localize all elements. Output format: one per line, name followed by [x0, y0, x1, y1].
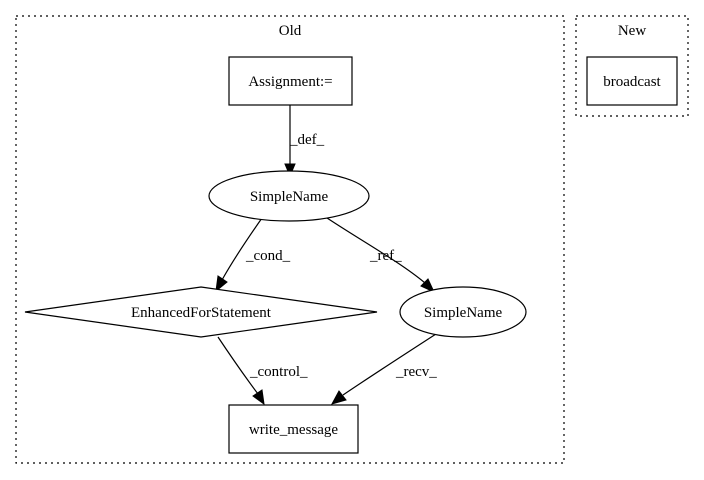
cluster-new-border: [575, 15, 689, 117]
edge-cond: _cond_: [215, 217, 291, 293]
edge-ref-label: _ref_: [369, 248, 402, 264]
edge-cond-line: [221, 217, 263, 281]
node-assignment[interactable]: Assignment:=: [228, 56, 353, 106]
edge-ref-line: [323, 215, 426, 284]
cluster-new: New: [575, 15, 689, 117]
node-write-message-label: write_message: [249, 422, 338, 438]
edge-control-line: [217, 336, 259, 395]
node-broadcast-box: [586, 56, 678, 106]
cluster-new-label: New: [618, 23, 646, 39]
cluster-old: Old: [15, 15, 565, 464]
edge-control-label: _control_: [249, 364, 308, 380]
node-assignment-label: Assignment:=: [248, 74, 332, 90]
edge-control-arrowhead: [252, 389, 265, 406]
node-write-message-box: [228, 404, 359, 454]
node-enhanced-for-label: EnhancedForStatement: [131, 305, 272, 321]
edge-control: _control_: [217, 336, 308, 406]
node-broadcast-label: broadcast: [603, 74, 661, 90]
node-simplename-top-label: SimpleName: [250, 189, 329, 205]
edge-cond-label: _cond_: [245, 248, 291, 264]
node-simplename-top[interactable]: SimpleName: [208, 170, 370, 222]
node-enhanced-for[interactable]: EnhancedForStatement: [24, 286, 378, 338]
edge-recv-arrowhead: [330, 390, 347, 405]
node-simplename-right-ellipse: [399, 286, 527, 338]
edge-def: _def_: [284, 105, 325, 178]
edge-cond-arrowhead: [215, 275, 228, 293]
node-simplename-right[interactable]: SimpleName: [399, 286, 527, 338]
edge-ref: _ref_: [323, 215, 436, 294]
cluster-old-label: Old: [279, 23, 302, 39]
node-write-message[interactable]: write_message: [228, 404, 359, 454]
edge-def-arrowhead: [284, 163, 296, 178]
node-broadcast[interactable]: broadcast: [586, 56, 678, 106]
node-simplename-right-label: SimpleName: [424, 305, 503, 321]
edge-recv-label: _recv_: [395, 364, 437, 380]
edge-ref-arrowhead: [420, 278, 436, 294]
node-enhanced-for-diamond: [24, 286, 378, 338]
edge-recv: _recv_: [330, 333, 437, 405]
node-simplename-top-ellipse: [208, 170, 370, 222]
edge-def-label: _def_: [289, 132, 325, 148]
edge-recv-line: [342, 333, 437, 396]
node-assignment-box: [228, 56, 353, 106]
